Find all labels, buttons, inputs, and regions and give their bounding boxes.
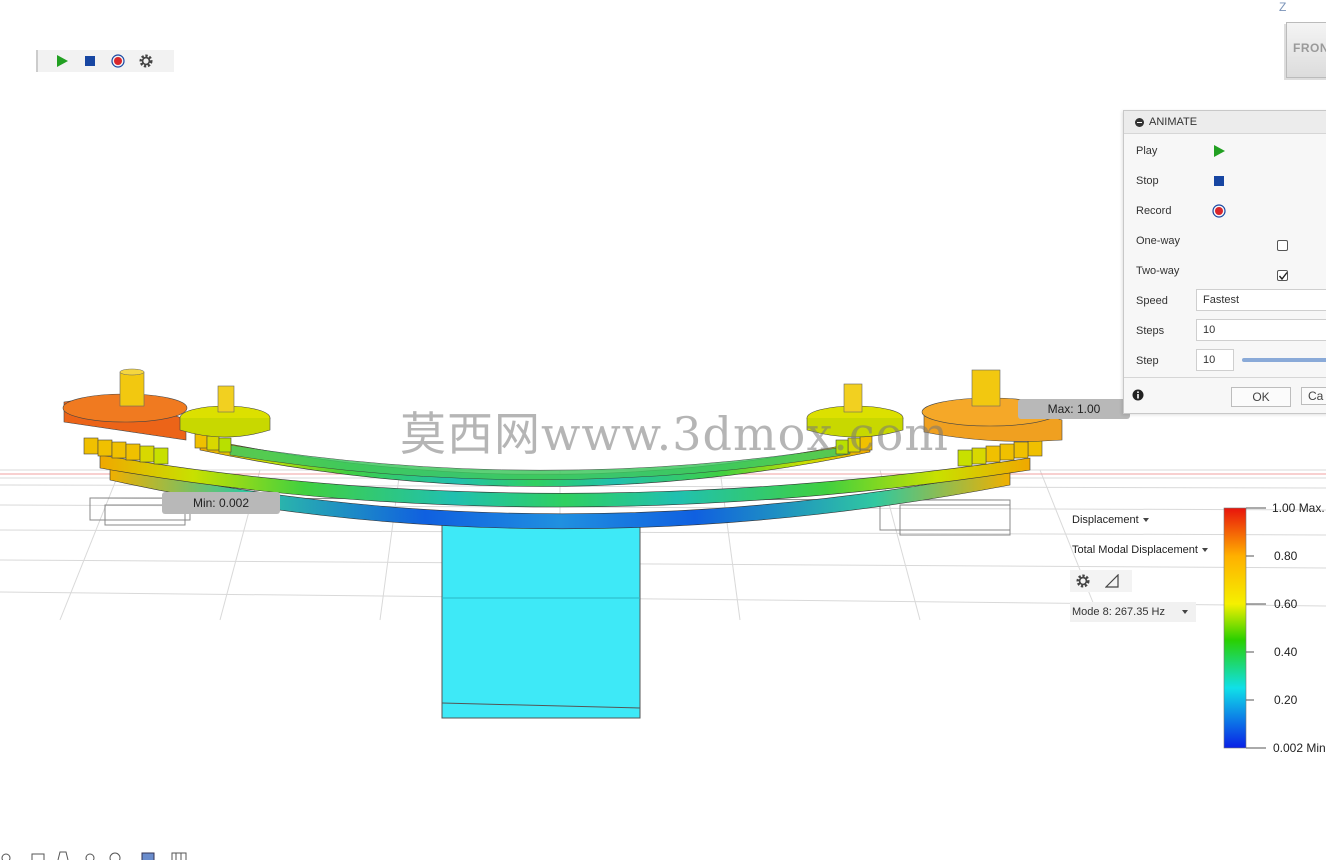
legend-tick: 0.40 bbox=[1274, 645, 1298, 659]
step-input[interactable]: 10 bbox=[1196, 349, 1234, 371]
look-at-icon[interactable] bbox=[31, 853, 45, 860]
lower-beam bbox=[109, 464, 1011, 530]
navigation-toolbar bbox=[1, 851, 187, 860]
play-button[interactable] bbox=[52, 51, 72, 71]
result-type-dropdown[interactable]: Total Modal Displacement bbox=[1072, 544, 1208, 556]
max-value-label: Max: 1.00 bbox=[1018, 399, 1130, 419]
right-segments bbox=[835, 435, 1043, 467]
orbit-icon[interactable] bbox=[1, 853, 11, 860]
play-icon bbox=[57, 55, 68, 67]
animate-panel-title: ANIMATE bbox=[1149, 116, 1198, 128]
right-inner-disc bbox=[806, 383, 904, 438]
gear-icon bbox=[139, 54, 153, 68]
cancel-button[interactable]: Ca bbox=[1301, 387, 1326, 405]
animation-mini-toolbar bbox=[36, 50, 174, 72]
ok-button[interactable]: OK bbox=[1231, 387, 1291, 407]
min-value-label: Min: 0.002 bbox=[162, 492, 280, 514]
legend-tick: 0.60 bbox=[1274, 597, 1298, 611]
steps-input[interactable]: 10 bbox=[1196, 319, 1326, 341]
view-cube-front-face[interactable]: FRONT bbox=[1286, 22, 1326, 78]
display-settings-icon[interactable] bbox=[141, 852, 155, 860]
legend-tick: 0.20 bbox=[1274, 693, 1298, 707]
deform-scale-icon[interactable] bbox=[1105, 574, 1119, 588]
left-segments bbox=[83, 433, 232, 465]
chevron-down-icon bbox=[1142, 518, 1149, 522]
one-way-checkbox[interactable] bbox=[1277, 239, 1288, 251]
record-icon[interactable] bbox=[1212, 204, 1226, 218]
legend-tick-min: 0.002 Min bbox=[1273, 741, 1326, 755]
steps-row: Steps bbox=[1136, 325, 1165, 337]
info-icon[interactable] bbox=[1132, 389, 1144, 401]
two-way-checkbox[interactable] bbox=[1277, 269, 1288, 281]
gear-icon[interactable] bbox=[1075, 573, 1091, 589]
legend-tick-max: 1.00 Max. bbox=[1272, 501, 1325, 515]
zoom-icon[interactable] bbox=[85, 853, 95, 860]
speed-row: Speed bbox=[1136, 295, 1168, 307]
collapse-icon[interactable] bbox=[1135, 117, 1144, 127]
chevron-down-icon bbox=[1201, 548, 1208, 552]
record-button[interactable] bbox=[108, 51, 128, 71]
settings-button[interactable] bbox=[136, 51, 156, 71]
mode-dropdown[interactable]: Mode 8: 267.35 Hz bbox=[1070, 602, 1196, 622]
support-block bbox=[441, 519, 641, 719]
play-row: Play bbox=[1136, 141, 1225, 161]
stop-row: Stop bbox=[1136, 171, 1224, 191]
checkmark-icon bbox=[1278, 271, 1288, 280]
animate-panel-header[interactable]: ANIMATE bbox=[1124, 111, 1326, 134]
stop-icon bbox=[85, 56, 95, 66]
middle-beam bbox=[99, 454, 1031, 508]
legend-tick: 0.80 bbox=[1274, 549, 1298, 563]
left-outer-disc bbox=[62, 368, 188, 441]
chevron-down-icon bbox=[1182, 610, 1188, 614]
watermark-text: 莫西网www.3dmox.com bbox=[400, 407, 949, 461]
animate-panel-footer: OK Ca bbox=[1124, 377, 1326, 414]
speed-select[interactable]: Fastest bbox=[1196, 289, 1326, 311]
display-type-dropdown[interactable]: Displacement bbox=[1072, 514, 1149, 526]
left-inner-disc bbox=[179, 385, 271, 438]
view-cube[interactable]: Z FRONT bbox=[1278, 0, 1326, 80]
step-row: Step bbox=[1136, 355, 1159, 367]
record-row: Record bbox=[1136, 201, 1226, 221]
stop-icon[interactable] bbox=[1212, 174, 1226, 188]
z-axis-label: Z bbox=[1279, 0, 1287, 14]
record-icon bbox=[111, 54, 125, 68]
play-icon[interactable] bbox=[1212, 144, 1226, 158]
legend-options-bar bbox=[1070, 570, 1132, 592]
fit-icon[interactable] bbox=[109, 852, 121, 860]
pan-icon[interactable] bbox=[57, 851, 69, 860]
legend-colorbar bbox=[1223, 507, 1247, 749]
grid-settings-icon[interactable] bbox=[171, 852, 187, 860]
animate-panel: ANIMATE Play Stop Record One-way Two-way… bbox=[1123, 110, 1326, 414]
upper-beam-2 bbox=[229, 444, 851, 480]
two-way-row: Two-way bbox=[1136, 261, 1288, 281]
step-slider[interactable] bbox=[1242, 358, 1326, 362]
one-way-row: One-way bbox=[1136, 231, 1288, 251]
stop-button[interactable] bbox=[80, 51, 100, 71]
